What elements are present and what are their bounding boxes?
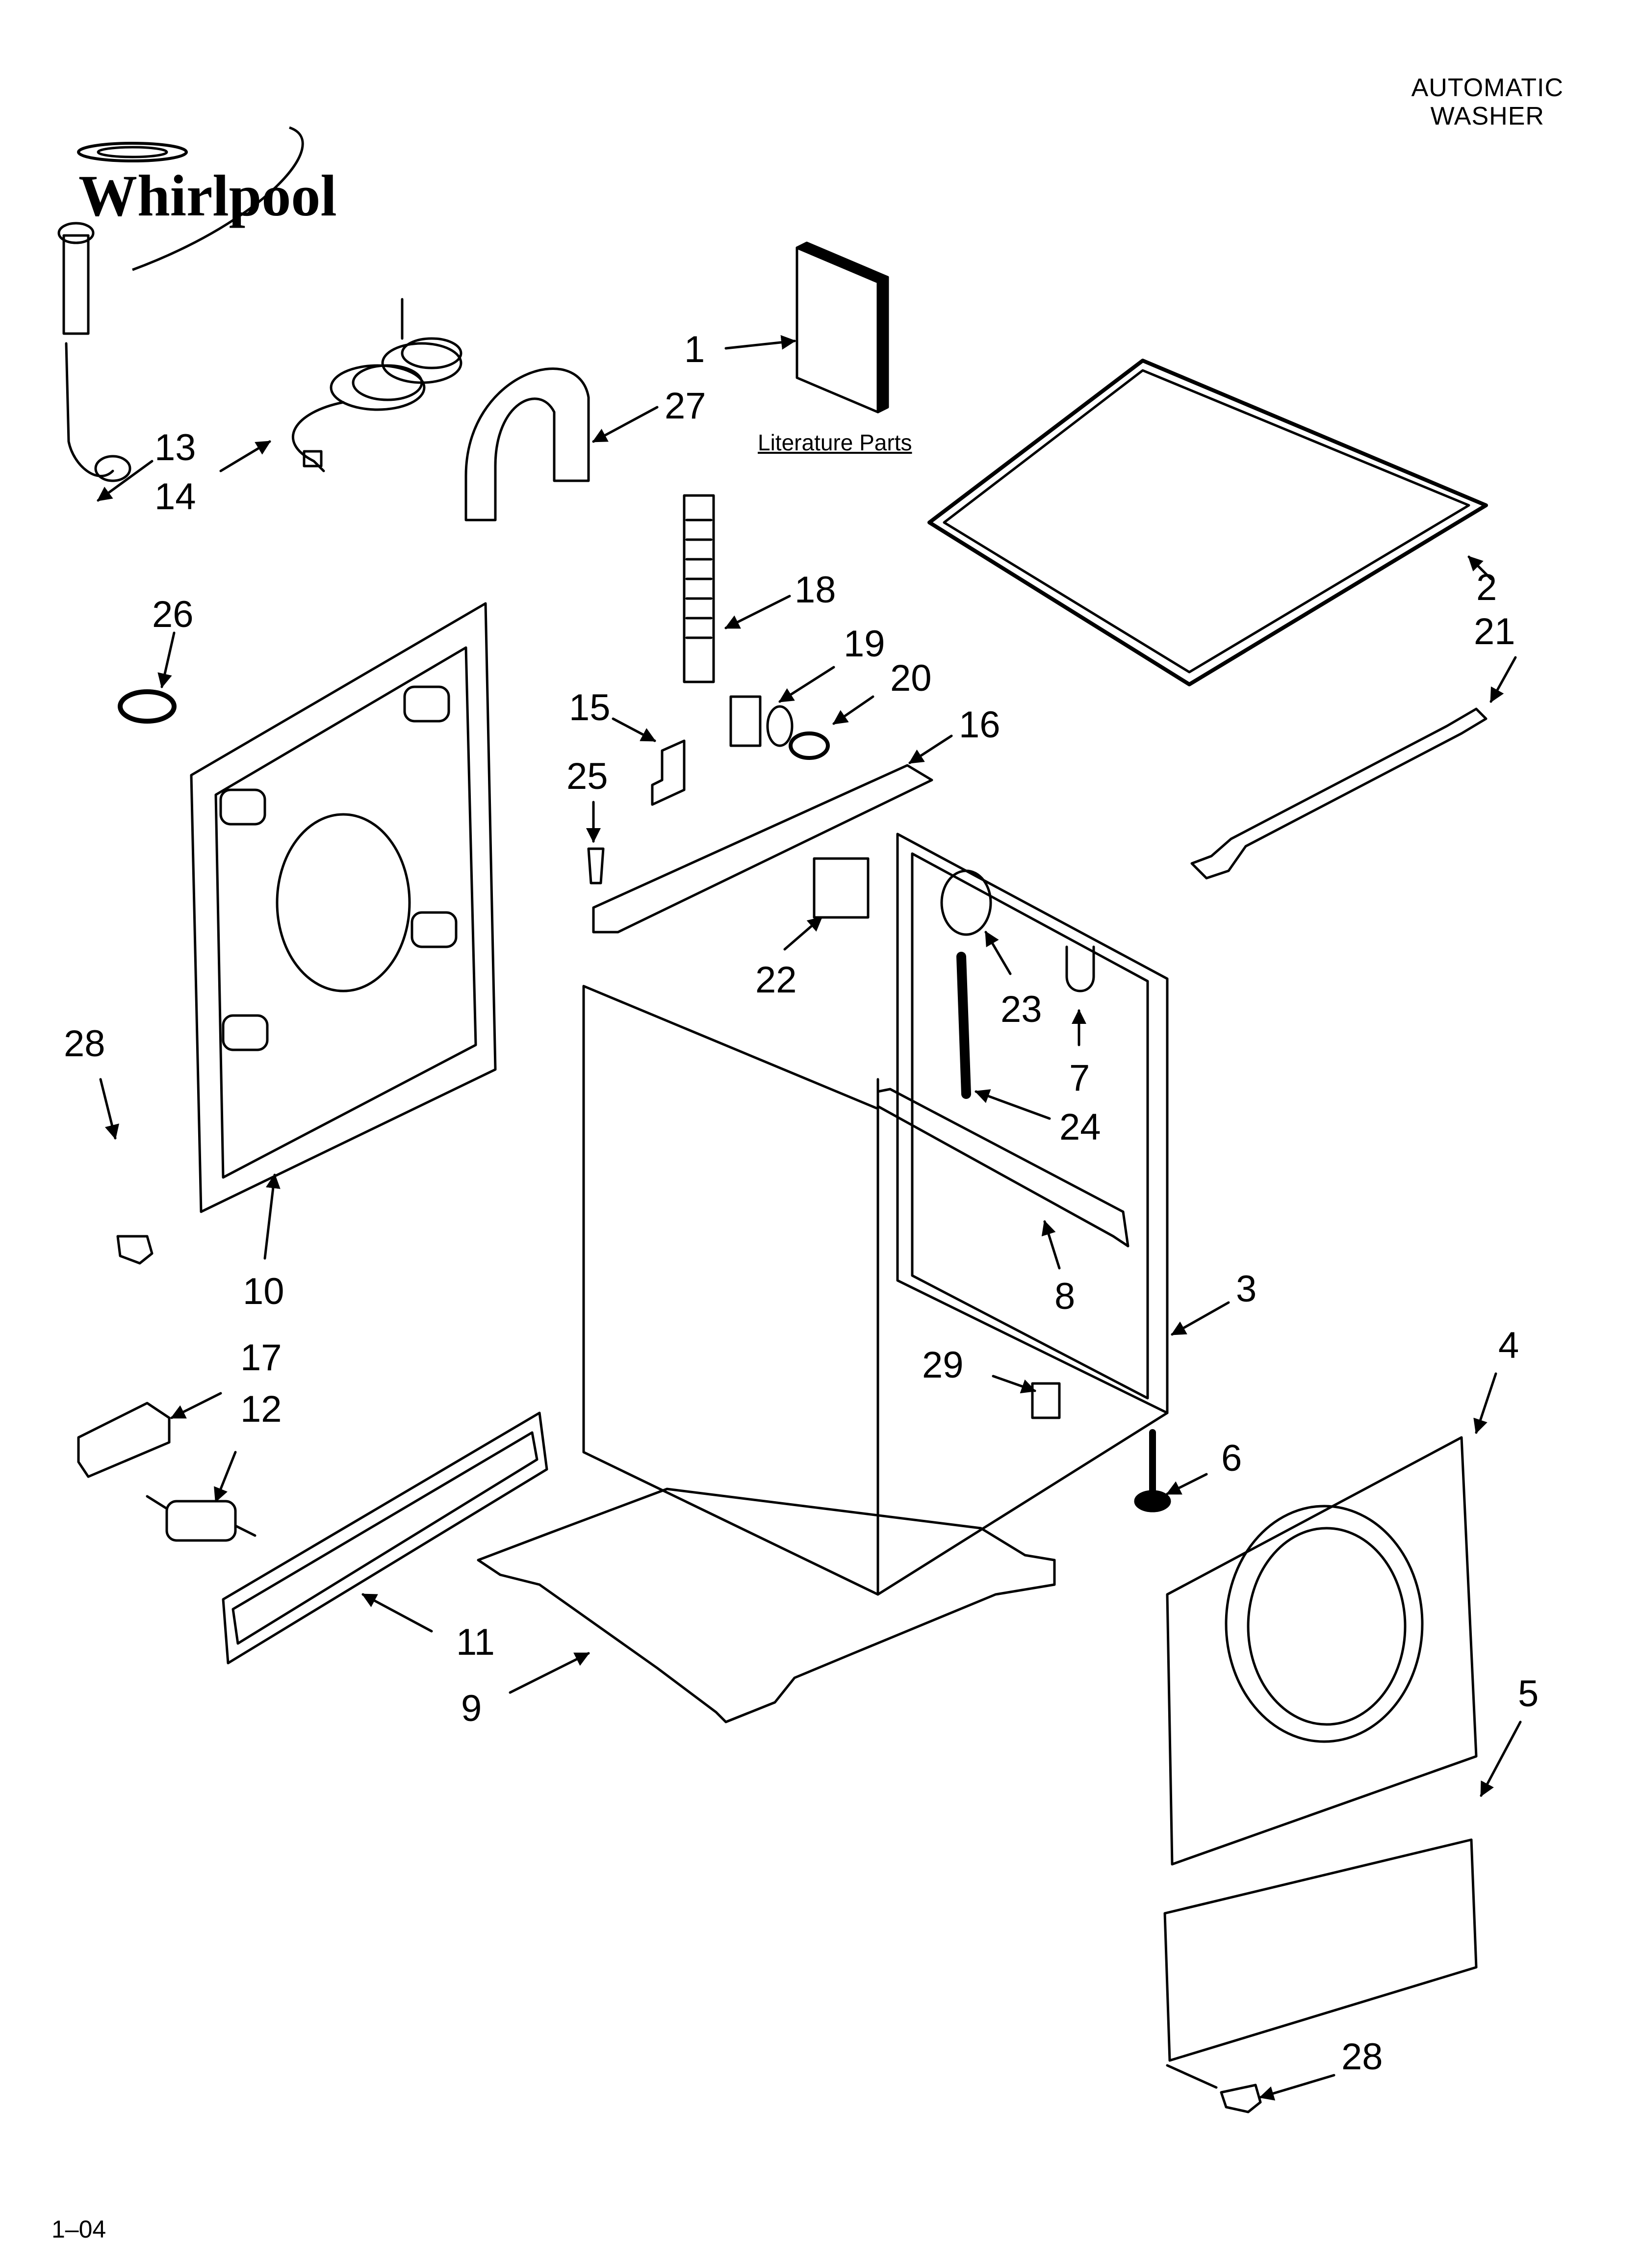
label-5-leader: [1166, 2064, 1218, 2089]
bracket-17-part: [77, 1402, 171, 1478]
header-line-1: AUTOMATIC: [1411, 74, 1564, 102]
part-label-16: 16: [959, 704, 1001, 746]
drain-hose-part: [683, 494, 715, 683]
power-cord-part: [292, 298, 462, 472]
part-label-9: 9: [461, 1688, 482, 1729]
brace-part: [1190, 707, 1488, 880]
clamp-part: [789, 731, 830, 760]
part-label-11: 11: [456, 1621, 495, 1663]
part-label-4: 4: [1498, 1325, 1519, 1366]
whirlpool-logo: Whirlpool: [59, 123, 337, 275]
part-label-28-rear: 28: [64, 1023, 105, 1065]
part-label-12: 12: [240, 1388, 282, 1430]
part-label-18: 18: [795, 569, 836, 611]
part-label-7: 7: [1069, 1057, 1090, 1099]
part-label-21: 21: [1474, 611, 1515, 652]
part-label-10: 10: [243, 1271, 284, 1312]
lower-panel-part: [1163, 1838, 1478, 2062]
switch-part: [940, 869, 992, 936]
part-label-24: 24: [1059, 1106, 1101, 1148]
part-label-27: 27: [665, 385, 706, 427]
part-label-29: 29: [922, 1344, 964, 1386]
part-label-8: 8: [1054, 1276, 1076, 1317]
screw-28-rear-part: [116, 1235, 154, 1265]
screw-28-part: [1220, 2084, 1262, 2113]
part-label-25: 25: [566, 756, 608, 797]
part-label-17: 17: [240, 1337, 282, 1379]
part-label-23: 23: [1001, 989, 1042, 1030]
part-label-19: 19: [844, 623, 885, 665]
elbow-part: [729, 695, 794, 747]
revision-date: 1–04: [51, 2216, 106, 2243]
part-label-28-front: 28: [1341, 2036, 1383, 2078]
part-label-22: 22: [755, 959, 797, 1001]
tube-part: [956, 952, 971, 1099]
hook-part: [1065, 945, 1095, 992]
capacitor-part: [146, 1495, 257, 1542]
cross-brace-part: [876, 1088, 1129, 1248]
front-panel-part: [1166, 1436, 1478, 1866]
part-label-2: 2: [1476, 567, 1497, 608]
leader-arrows: [97, 335, 1522, 2101]
bracket-part: [651, 739, 686, 806]
part-label-6: 6: [1221, 1437, 1242, 1479]
part-label-13: 13: [154, 427, 196, 469]
header-line-2: WASHER: [1430, 102, 1544, 130]
rear-panel-part: [190, 602, 497, 1213]
clip-part: [1031, 1382, 1061, 1419]
logo-swirl-icon: [77, 126, 304, 271]
grommet-part: [118, 689, 177, 724]
part-label-15: 15: [569, 687, 611, 729]
top-cover-part: [927, 359, 1488, 686]
part-label-3: 3: [1236, 1268, 1257, 1310]
literature-parts-label: Literature Parts: [758, 430, 912, 455]
part-label-5: 5: [1518, 1673, 1539, 1715]
top-strip-part: [592, 764, 933, 934]
logo-text: Whirlpool: [78, 163, 337, 228]
part-label-14: 14: [154, 476, 196, 518]
literature-book-part: [795, 241, 889, 414]
hose-clip-part: [464, 367, 590, 521]
base-part: [477, 1487, 1056, 1723]
part-label-20: 20: [890, 657, 932, 699]
cabinet-part: [582, 833, 1169, 1596]
inlet-hose-part: [57, 222, 131, 482]
screw-part: [587, 847, 605, 885]
toe-panel-part: [222, 1411, 548, 1665]
leveling-leg-part: [1134, 1429, 1171, 1512]
diagram-header: AUTOMATIC WASHER: [1411, 74, 1564, 130]
part-label-26: 26: [152, 594, 194, 635]
part-label-1: 1: [684, 329, 705, 370]
pressure-switch-part: [813, 857, 870, 919]
